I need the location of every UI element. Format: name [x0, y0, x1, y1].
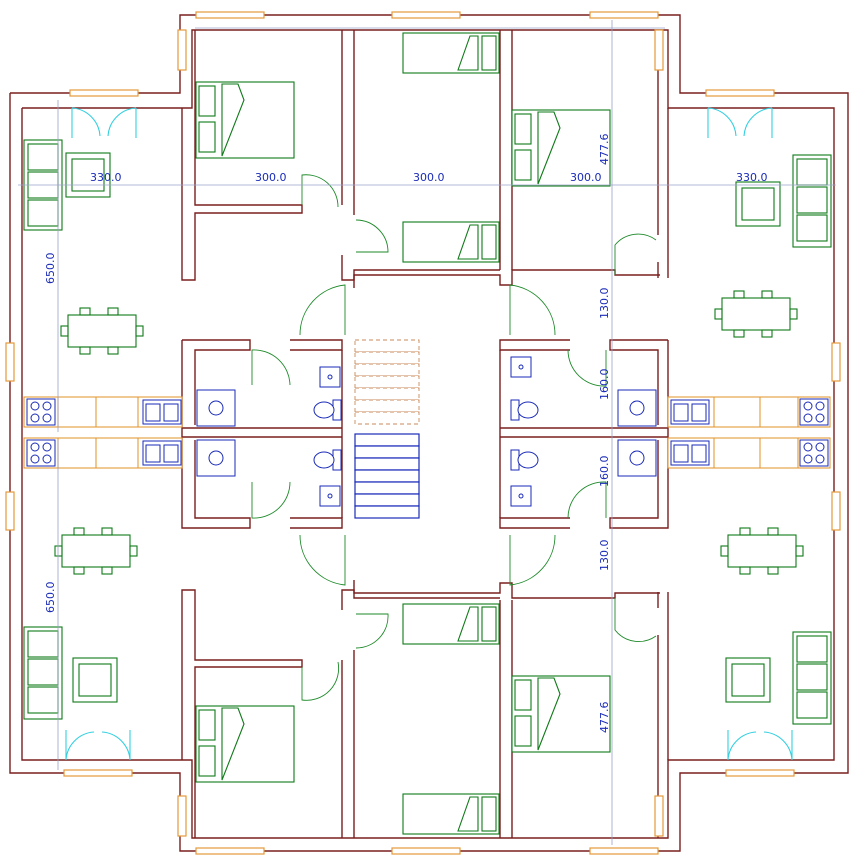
shower-icon [196, 389, 236, 427]
armchair-icon [65, 152, 111, 198]
armchair-icon [725, 657, 771, 703]
dining-tables [54, 290, 804, 575]
washbasin-icon [510, 485, 532, 507]
exterior-walls [9, 14, 849, 852]
dim-height-650-bottom: 650.0 [44, 582, 57, 614]
sofa-icon [792, 631, 832, 725]
dining-table-icon [54, 527, 138, 575]
beds [195, 32, 611, 835]
stove-icon [799, 398, 829, 426]
dim-width-330-left: 330.0 [90, 171, 122, 184]
double-bed-icon [511, 109, 611, 187]
shower-icon [196, 439, 236, 477]
bathroom-fixtures [196, 356, 657, 507]
staircase [354, 339, 420, 519]
dining-table-icon [714, 290, 798, 338]
dim-height-160-top: 160.0 [598, 369, 611, 401]
armchair-icon [735, 181, 781, 227]
stove-icon [799, 439, 829, 467]
interior-walls [181, 30, 669, 838]
washbasin-icon [319, 366, 341, 388]
shower-icon [617, 439, 657, 477]
toilet-icon [313, 399, 342, 421]
toilet-icon [510, 449, 539, 471]
dim-height-160-bottom: 160.0 [598, 456, 611, 488]
single-bed-icon [402, 221, 500, 263]
armchair-icon [72, 657, 118, 703]
double-bed-icon [511, 675, 611, 753]
dim-width-330-right: 330.0 [736, 171, 768, 184]
sofa-icon [23, 626, 63, 720]
dim-height-477-top: 477.6 [598, 134, 611, 166]
sink-icon [142, 399, 182, 425]
dining-table-icon [720, 527, 804, 575]
balcony-doors [65, 107, 793, 761]
dimension-lines [18, 20, 836, 845]
dim-height-130-bottom: 130.0 [598, 540, 611, 572]
single-bed-icon [402, 603, 500, 645]
sink-icon [670, 399, 710, 425]
interior-doors [251, 174, 657, 701]
single-bed-icon [402, 793, 500, 835]
kitchen-appliances [26, 398, 829, 467]
stove-icon [26, 398, 56, 426]
washbasin-icon [319, 485, 341, 507]
single-bed-icon [402, 32, 500, 74]
dim-height-130-top: 130.0 [598, 288, 611, 320]
shower-icon [617, 389, 657, 427]
sofa-icon [792, 154, 832, 248]
double-bed-icon [195, 705, 295, 783]
stove-icon [26, 439, 56, 467]
dim-width-300-bedroom-right: 300.0 [570, 171, 602, 184]
dim-width-300-center: 300.0 [413, 171, 445, 184]
washbasin-icon [510, 356, 532, 378]
sink-icon [670, 440, 710, 466]
toilet-icon [313, 449, 342, 471]
windows [5, 11, 841, 855]
dim-width-300-bedroom-left: 300.0 [255, 171, 287, 184]
toilet-icon [510, 399, 539, 421]
dimension-labels: 330.0 300.0 300.0 300.0 330.0 650.0 650.… [44, 134, 768, 734]
dining-table-icon [60, 307, 144, 355]
sink-icon [142, 440, 182, 466]
dim-height-477-bottom: 477.6 [598, 702, 611, 734]
double-bed-icon [195, 81, 295, 159]
dim-height-650-top: 650.0 [44, 253, 57, 285]
